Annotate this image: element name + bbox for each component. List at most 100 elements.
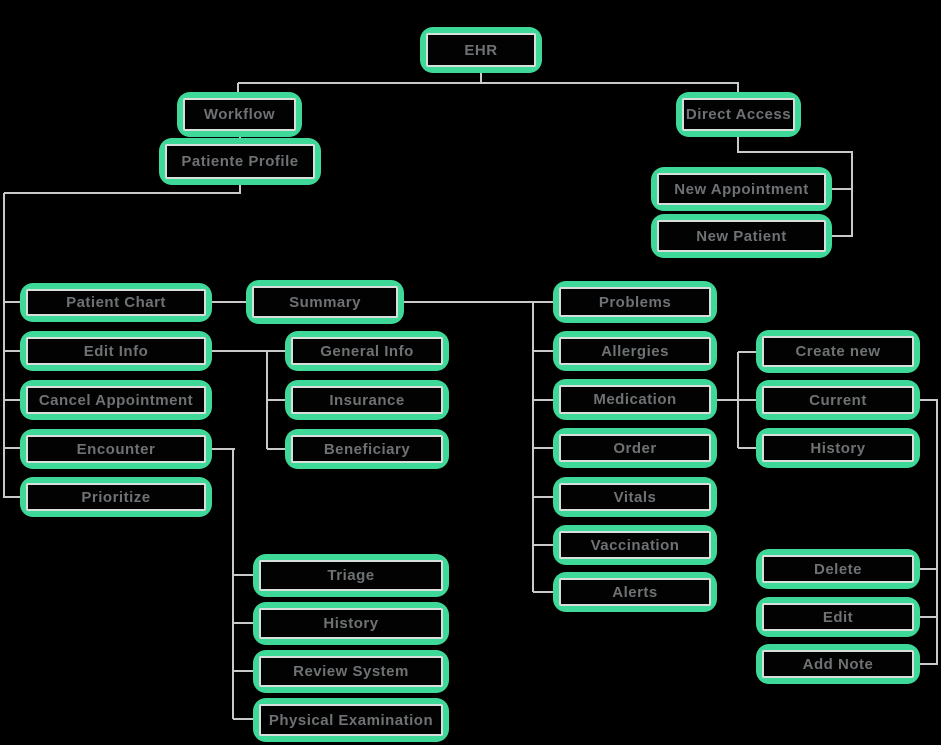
connector-segment [4, 399, 22, 401]
node-add-note: Add Note [756, 644, 920, 684]
connector-segment [239, 130, 241, 144]
connector-segment [4, 301, 22, 303]
connector-segment [829, 235, 853, 237]
node-history-medication-box: History [762, 434, 914, 462]
connector-segment [919, 663, 938, 665]
node-history-encounter-box: History [259, 608, 443, 639]
node-order-box: Order [559, 434, 711, 462]
node-patiente-profile-box: Patiente Profile [165, 144, 315, 179]
connector-segment [267, 448, 287, 450]
node-cancel-appointment-box: Cancel Appointment [26, 386, 206, 414]
node-encounter-label: Encounter [76, 440, 156, 458]
node-delete-box: Delete [762, 555, 914, 583]
node-order: Order [553, 428, 717, 468]
node-edit-info-label: Edit Info [83, 342, 149, 360]
node-new-patient-label: New Patient [696, 227, 787, 245]
node-edit-label: Edit [822, 608, 854, 626]
node-encounter: Encounter [20, 429, 212, 469]
connector-segment [210, 350, 287, 352]
connector-segment [533, 496, 555, 498]
node-medication-box: Medication [559, 385, 711, 414]
node-allergies-box: Allergies [559, 337, 711, 365]
node-history-medication: History [756, 428, 920, 468]
node-cancel-appointment: Cancel Appointment [20, 380, 212, 420]
node-cancel-appointment-label: Cancel Appointment [38, 391, 194, 409]
connector-segment [738, 447, 758, 449]
connector-segment [4, 350, 22, 352]
node-alerts: Alerts [553, 572, 717, 612]
connector-segment [210, 301, 248, 303]
connector-segment [936, 400, 938, 664]
connector-segment [480, 73, 482, 84]
node-vitals-label: Vitals [613, 488, 657, 506]
connector-segment [738, 151, 853, 153]
connector-segment [851, 152, 853, 236]
node-problems: Problems [553, 281, 717, 323]
node-workflow: Workflow [177, 92, 302, 137]
node-ehr: EHR [420, 27, 542, 73]
node-physical-examination-box: Physical Examination [259, 704, 443, 736]
connector-segment [919, 616, 938, 618]
connector-segment [533, 591, 555, 593]
connector-segment [232, 449, 234, 719]
node-edit-info-box: Edit Info [26, 337, 206, 365]
node-physical-examination-label: Physical Examination [268, 711, 434, 729]
node-new-patient-box: New Patient [657, 220, 826, 252]
node-history-medication-label: History [810, 439, 866, 457]
connector-segment [237, 83, 239, 93]
node-medication: Medication [553, 379, 717, 420]
node-encounter-box: Encounter [26, 435, 206, 463]
node-vitals-box: Vitals [559, 483, 711, 511]
node-prioritize-label: Prioritize [81, 488, 151, 506]
node-prioritize-box: Prioritize [26, 483, 206, 511]
node-delete: Delete [756, 549, 920, 589]
connector-segment [737, 352, 739, 448]
node-current-label: Current [809, 391, 867, 409]
node-workflow-label: Workflow [203, 106, 276, 123]
node-problems-box: Problems [559, 287, 711, 317]
connector-segment [233, 670, 255, 672]
node-prioritize: Prioritize [20, 477, 212, 517]
node-patiente-profile-label: Patiente Profile [181, 153, 299, 170]
node-summary-label: Summary [289, 293, 361, 311]
node-edit-box: Edit [762, 603, 914, 631]
node-general-info: General Info [285, 331, 449, 371]
node-vitals: Vitals [553, 477, 717, 517]
node-triage-box: Triage [259, 560, 443, 591]
node-add-note-box: Add Note [762, 650, 914, 678]
node-summary-box: Summary [252, 286, 398, 318]
node-direct-access: Direct Access [676, 92, 801, 137]
node-allergies: Allergies [553, 331, 717, 371]
node-patiente-profile: Patiente Profile [159, 138, 321, 185]
node-allergies-label: Allergies [601, 342, 669, 360]
node-medication-label: Medication [593, 391, 677, 408]
connector-segment [829, 188, 853, 190]
connector-segment [4, 496, 22, 498]
node-new-patient: New Patient [651, 214, 832, 258]
node-edit: Edit [756, 597, 920, 637]
connector-segment [239, 180, 241, 194]
connector-segment [4, 192, 240, 194]
node-workflow-box: Workflow [183, 98, 296, 131]
connector-segment [917, 399, 938, 401]
node-edit-info: Edit Info [20, 331, 212, 371]
node-add-note-label: Add Note [802, 655, 874, 673]
node-order-label: Order [613, 439, 657, 457]
connector-segment [533, 350, 555, 352]
node-current-box: Current [762, 386, 914, 414]
node-ehr-label: EHR [464, 41, 498, 59]
node-alerts-box: Alerts [559, 578, 711, 606]
node-new-appointment: New Appointment [651, 167, 832, 211]
node-direct-access-label: Direct Access [685, 106, 792, 123]
node-general-info-label: General Info [320, 342, 414, 360]
node-review-system: Review System [253, 650, 449, 693]
connector-segment [210, 448, 235, 450]
node-physical-examination: Physical Examination [253, 698, 449, 742]
node-new-appointment-box: New Appointment [657, 173, 826, 205]
node-review-system-label: Review System [293, 663, 409, 680]
connector-segment [233, 622, 255, 624]
node-alerts-label: Alerts [612, 583, 658, 601]
node-history-encounter-label: History [323, 615, 379, 632]
node-create-new-label: Create new [795, 343, 881, 360]
